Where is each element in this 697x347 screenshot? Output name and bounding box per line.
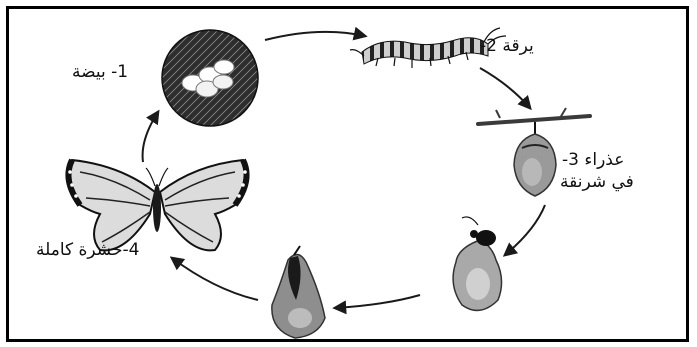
emerging-butterfly-icon [453, 217, 501, 311]
arrow-egg-to-larva [265, 32, 365, 40]
adult-stage-label: 4-حشرة كاملة [36, 240, 139, 260]
arrow-adult-to-egg [143, 112, 158, 162]
pupa-stage-label-line1: عذراء 3- [562, 150, 624, 170]
arrow-larva-to-pupa [480, 68, 530, 108]
butterfly-icon [68, 160, 247, 250]
egg-cluster-icon [162, 30, 258, 126]
arrow-pupa-to-emerging [505, 205, 545, 255]
split-chrysalis-icon [272, 246, 325, 338]
larva-stage-label: يرقة 2- [480, 36, 534, 56]
arrow-emerging-to-split [335, 295, 420, 308]
egg-stage-label: 1- بيضة [72, 62, 128, 82]
pupa-stage-label-line2: في شرنقة [560, 172, 634, 192]
arrow-split-to-adult [172, 258, 258, 300]
